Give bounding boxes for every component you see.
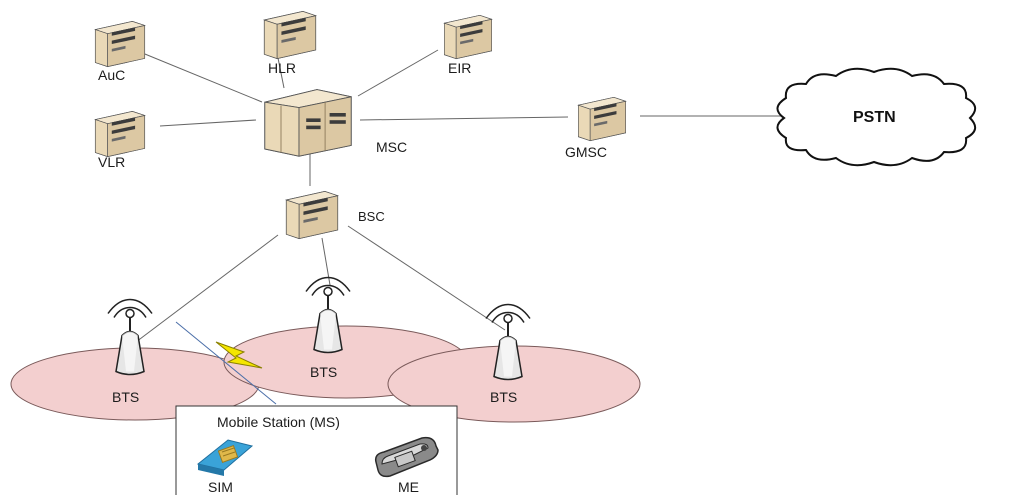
bts-right: BTS: [484, 303, 532, 405]
server-icon: [94, 110, 146, 158]
pstn-label: PSTN: [853, 109, 896, 126]
bts-left: BTS: [106, 298, 154, 405]
node-gmsc: GMSC: [565, 96, 627, 160]
connection-lines: [131, 49, 782, 346]
node-eir: EIR: [443, 14, 493, 76]
hlr-label: HLR: [268, 60, 296, 76]
vlr-label: VLR: [98, 154, 125, 170]
server-icon: [285, 190, 339, 240]
sim-label: SIM: [208, 479, 233, 495]
gmsc-label: GMSC: [565, 144, 607, 160]
lightning-icon: [215, 341, 263, 369]
link-msc-gmsc: [359, 116, 569, 121]
radio-link: [175, 321, 277, 405]
node-msc: MSC: [264, 89, 407, 157]
node-bsc: BSC: [285, 190, 385, 240]
server-icon: [577, 96, 627, 142]
cloud-icon: [776, 67, 977, 167]
sim-card-icon: [196, 439, 254, 476]
server-icon: [263, 10, 317, 60]
link-eir-msc: [357, 49, 439, 97]
bts-middle: BTS: [304, 276, 352, 380]
bsc-label: BSC: [358, 209, 385, 224]
bts-left-label: BTS: [112, 389, 139, 405]
node-vlr: VLR: [94, 110, 146, 170]
mobile-station: Mobile Station (MS) SIM ME: [175, 405, 458, 495]
server-icon: [264, 89, 352, 157]
server-icon: [443, 14, 493, 60]
eir-label: EIR: [448, 60, 471, 76]
mobile-station-title: Mobile Station (MS): [217, 414, 340, 430]
auc-label: AuC: [98, 67, 125, 83]
me-label: ME: [398, 479, 419, 495]
msc-label: MSC: [376, 139, 407, 155]
link-hlr-msc: [277, 57, 285, 89]
link-vlr-msc: [159, 119, 257, 127]
link-bsc-bts-left: [131, 234, 279, 346]
mobile-phone-icon: [374, 436, 439, 478]
node-auc: AuC: [94, 20, 146, 83]
server-icon: [94, 20, 146, 68]
link-auc-msc: [139, 51, 263, 103]
node-hlr: HLR: [263, 10, 317, 76]
bts-right-label: BTS: [490, 389, 517, 405]
radio-beam-line: [175, 321, 277, 405]
link-bsc-bts-right: [347, 225, 506, 331]
node-pstn: PSTN: [776, 67, 977, 167]
bts-middle-label: BTS: [310, 364, 337, 380]
